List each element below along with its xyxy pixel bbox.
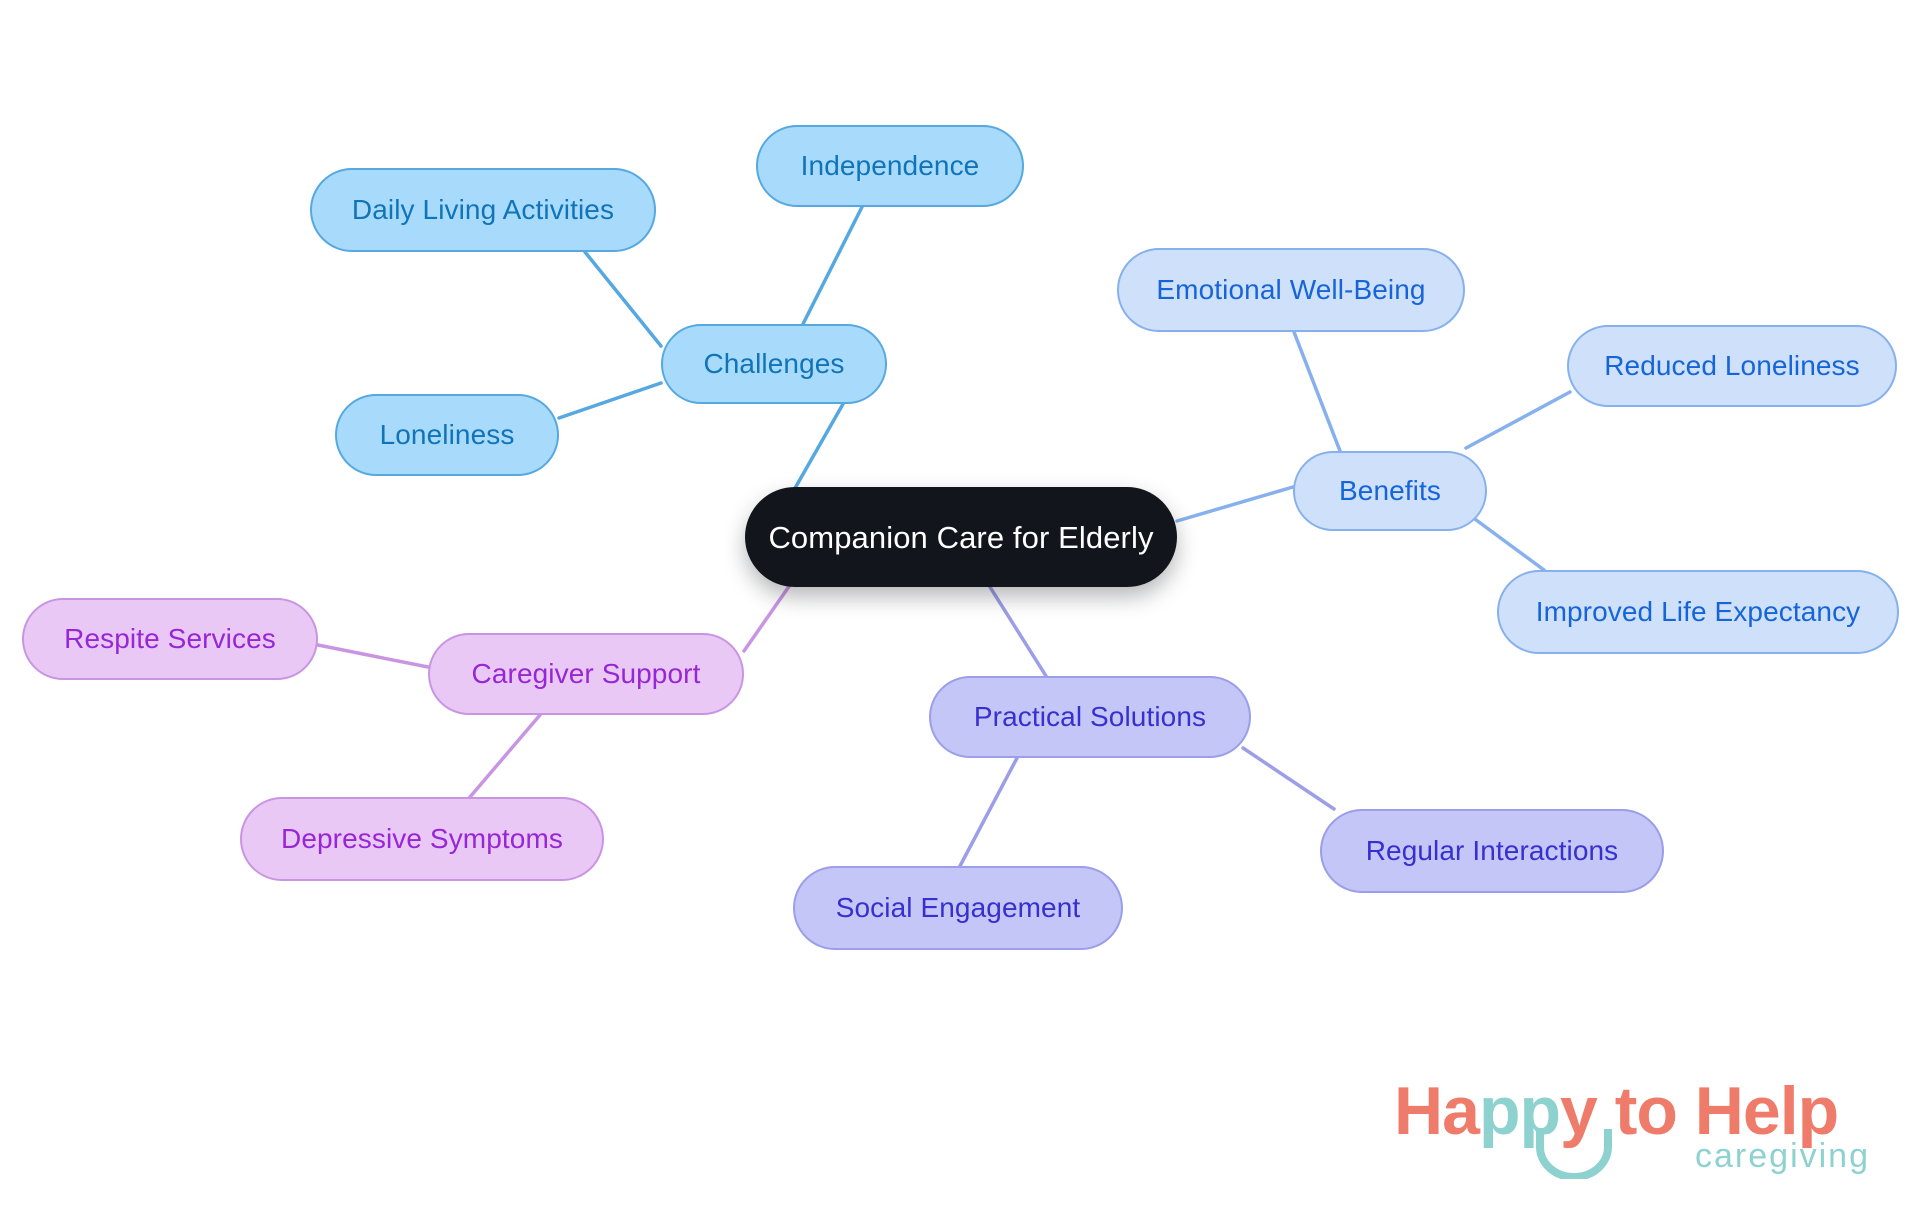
node-label: Benefits bbox=[1339, 475, 1441, 506]
node-label: Independence bbox=[800, 150, 980, 181]
node-label: Daily Living Activities bbox=[351, 194, 615, 225]
edge-benefits-to-reduced-loneliness bbox=[1464, 390, 1572, 450]
node-label: Respite Services bbox=[64, 623, 276, 654]
mindmap-leaf-depressive-symptoms[interactable]: Depressive Symptoms bbox=[240, 797, 604, 881]
edge-benefits-to-emotional-well-being bbox=[1292, 330, 1342, 453]
logo-word-part2: pp bbox=[1478, 1073, 1561, 1149]
node-label: Companion Care for Elderly bbox=[768, 519, 1154, 555]
edge-root-to-caregiver-support bbox=[742, 583, 792, 653]
edge-challenges-to-independence bbox=[801, 205, 864, 326]
node-label: Improved Life Expectancy bbox=[1535, 596, 1861, 627]
edge-challenges-to-loneliness bbox=[557, 381, 663, 420]
node-label: Caregiver Support bbox=[471, 658, 701, 689]
edge-root-to-practical-solutions bbox=[988, 585, 1048, 678]
node-label: Reduced Loneliness bbox=[1604, 350, 1860, 381]
mindmap-branch-benefits[interactable]: Benefits bbox=[1293, 451, 1487, 531]
mindmap-leaf-regular-interactions[interactable]: Regular Interactions bbox=[1320, 809, 1664, 893]
edge-practical-solutions-to-regular-interactions bbox=[1241, 746, 1336, 811]
logo-tagline: caregiving bbox=[1695, 1137, 1870, 1175]
mindmap-branch-practical-solutions[interactable]: Practical Solutions bbox=[929, 676, 1251, 758]
edge-challenges-to-daily-living-activities bbox=[583, 250, 663, 348]
logo-wordmark: Happy to Help bbox=[1394, 1077, 1874, 1145]
mindmap-leaf-improved-life-expectancy[interactable]: Improved Life Expectancy bbox=[1497, 570, 1899, 654]
mindmap-leaf-social-engagement[interactable]: Social Engagement bbox=[793, 866, 1123, 950]
edge-root-to-benefits bbox=[1175, 485, 1295, 523]
node-label: Practical Solutions bbox=[973, 701, 1207, 732]
edge-practical-solutions-to-social-engagement bbox=[958, 756, 1019, 868]
edge-benefits-to-improved-life-expectancy bbox=[1462, 509, 1546, 572]
mindmap-leaf-daily-living-activities[interactable]: Daily Living Activities bbox=[310, 168, 656, 252]
mindmap-leaf-loneliness[interactable]: Loneliness bbox=[335, 394, 559, 476]
mindmap-leaf-respite-services[interactable]: Respite Services bbox=[22, 598, 318, 680]
logo-word-part1: Ha bbox=[1394, 1073, 1480, 1149]
mindmap-node-root[interactable]: Companion Care for Elderly bbox=[745, 487, 1177, 587]
node-label: Emotional Well-Being bbox=[1156, 274, 1426, 305]
mindmap-leaf-reduced-loneliness[interactable]: Reduced Loneliness bbox=[1567, 325, 1897, 407]
node-label: Regular Interactions bbox=[1365, 835, 1619, 866]
mindmap-branch-caregiver-support[interactable]: Caregiver Support bbox=[428, 633, 744, 715]
mindmap-branch-challenges[interactable]: Challenges bbox=[661, 324, 887, 404]
edge-root-to-challenges bbox=[788, 402, 845, 499]
edge-caregiver-support-to-depressive-symptoms bbox=[468, 713, 542, 799]
smile-icon bbox=[1536, 1129, 1612, 1179]
happy-to-help-logo: Happy to Help caregiving bbox=[1394, 1077, 1874, 1199]
mindmap-leaf-emotional-well-being[interactable]: Emotional Well-Being bbox=[1117, 248, 1465, 332]
node-label: Depressive Symptoms bbox=[281, 823, 563, 854]
edge-caregiver-support-to-respite-services bbox=[316, 643, 430, 669]
node-label: Loneliness bbox=[379, 419, 515, 450]
mindmap-leaf-independence[interactable]: Independence bbox=[756, 125, 1024, 207]
node-label: Challenges bbox=[703, 348, 845, 379]
node-label: Social Engagement bbox=[835, 892, 1081, 923]
